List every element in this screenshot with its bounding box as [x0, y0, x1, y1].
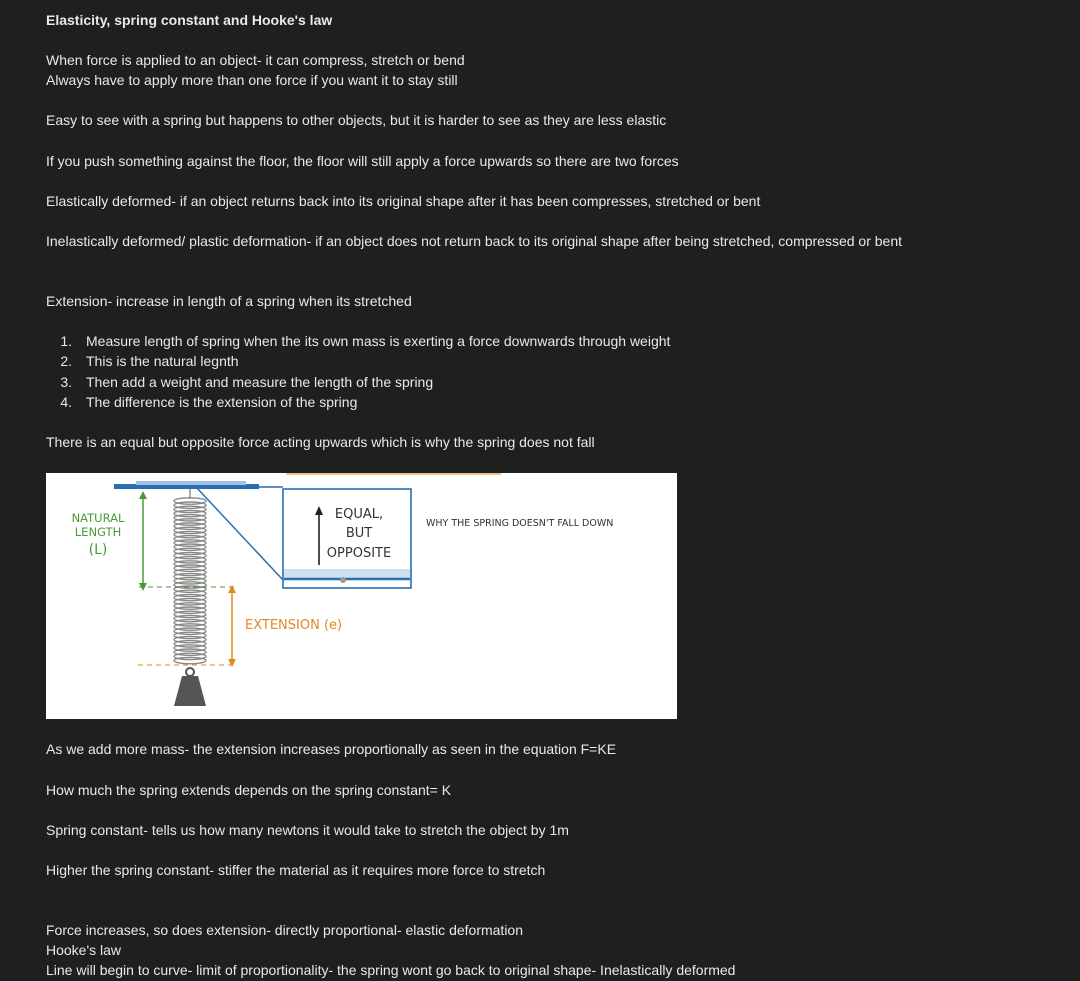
extension-label: EXTENSION (e) — [245, 618, 342, 633]
spring-coil — [173, 585, 207, 594]
intro-line-2: Always have to apply more than one force… — [46, 72, 458, 88]
spring-coil — [173, 547, 207, 556]
spring-coil — [173, 551, 207, 560]
natural-length-symbol: (L) — [89, 542, 108, 558]
list-text: The difference is the extension of the s… — [86, 394, 358, 410]
spring-coil — [173, 623, 207, 631]
spring-coil — [173, 597, 207, 606]
spring-coil — [173, 572, 207, 581]
spring-coil — [173, 543, 207, 552]
spring-coil — [173, 505, 207, 514]
closing-line-3: Line will begin to curve- limit of propo… — [46, 962, 736, 978]
arrow-up-icon — [228, 585, 236, 593]
spring-coil — [173, 656, 207, 665]
spring-coil — [173, 522, 207, 531]
spring-coil — [173, 618, 207, 627]
list-text: This is the natural legnth — [86, 353, 239, 369]
spring-coil — [173, 631, 207, 640]
spring-coil — [173, 564, 207, 573]
spring-coil — [173, 648, 207, 657]
arrow-up-icon — [139, 491, 147, 499]
arrow-down-icon — [228, 659, 236, 667]
spring-coil — [173, 652, 207, 661]
list-number: 3. — [60, 374, 72, 390]
paragraph-spring-constant: How much the spring extends depends on t… — [46, 782, 452, 798]
arrow-up-icon — [315, 506, 323, 515]
list-text: Then add a weight and measure the length… — [86, 374, 434, 390]
spring-coil — [173, 635, 207, 644]
paragraph-newtons: Spring constant- tells us how many newto… — [46, 822, 569, 838]
ceiling-bar — [114, 484, 259, 489]
equal-label-3: OPPOSITE — [327, 546, 391, 561]
natural-length-label-1: NATURAL — [72, 511, 125, 525]
paragraph-proportional: As we add more mass- the extension incre… — [46, 741, 617, 757]
spring-coil — [173, 501, 207, 510]
spring-coil — [173, 555, 207, 564]
spring-coil — [173, 513, 207, 522]
list-number: 2. — [60, 353, 72, 369]
weight-hook — [185, 667, 195, 677]
spring-coil — [173, 627, 207, 636]
extension-heading: Extension- increase in length of a sprin… — [46, 293, 412, 309]
spring-coil — [173, 593, 207, 602]
spring-coil — [173, 568, 207, 577]
equal-label-1: EQUAL, — [335, 507, 383, 522]
spring-coil — [173, 614, 207, 623]
spring-coil — [173, 560, 207, 568]
spring-coil — [173, 581, 207, 589]
natural-length-label-2: LENGTH — [75, 525, 121, 539]
paragraph-elastic-objects: Easy to see with a spring but happens to… — [46, 112, 667, 128]
list-item: 4. The difference is the extension of the… — [46, 392, 357, 412]
inset-knob — [340, 577, 346, 583]
spring-coil — [173, 576, 207, 585]
spring-coil — [173, 534, 207, 543]
spring-icon — [173, 489, 207, 665]
spring-coil — [173, 530, 207, 539]
spring-coil — [173, 644, 207, 652]
spring-diagram-image: NATURAL LENGTH (L) EQUAL, BUT OPPOSITE W… — [46, 473, 677, 719]
spring-coil — [173, 602, 207, 610]
spring-diagram: NATURAL LENGTH (L) EQUAL, BUT OPPOSITE W… — [72, 473, 613, 706]
equal-force-paragraph: There is an equal but opposite force act… — [46, 434, 595, 450]
spring-coil — [173, 509, 207, 518]
spring-coil — [173, 589, 207, 598]
list-number: 1. — [60, 333, 72, 349]
intro-line-1: When force is applied to an object- it c… — [46, 52, 465, 68]
inset-floor — [284, 569, 410, 579]
closing-line-2: Hooke's law — [46, 942, 122, 958]
list-text: Measure length of spring when the its ow… — [86, 333, 671, 349]
spring-coil — [173, 639, 207, 648]
spring-coil — [173, 539, 207, 547]
spring-coil — [173, 610, 207, 619]
zoom-line — [195, 486, 284, 581]
paragraph-elastically-deformed: Elastically deformed- if an object retur… — [46, 193, 761, 209]
equal-label-2: BUT — [346, 526, 372, 541]
list-item: 3. Then add a weight and measure the leng… — [46, 372, 433, 392]
paragraph-stiffer: Higher the spring constant- stiffer the … — [46, 862, 546, 878]
paragraph-inelastically-deformed: Inelastically deformed/ plastic deformat… — [46, 233, 903, 249]
weight-icon — [174, 676, 206, 706]
spring-coil — [173, 526, 207, 535]
closing-line-1: Force increases, so does extension- dire… — [46, 922, 524, 938]
paragraph-floor-force: If you push something against the floor,… — [46, 153, 679, 169]
list-item: 1. Measure length of spring when the its … — [46, 331, 670, 351]
list-item: 2. This is the natural legnth — [46, 351, 239, 371]
spring-coil — [173, 518, 207, 526]
why-label: WHY THE SPRING DOESN'T FALL DOWN — [426, 518, 613, 529]
spring-coil — [173, 606, 207, 615]
cutoff-annotation — [286, 473, 501, 475]
list-number: 4. — [60, 394, 72, 410]
document-title: Elasticity, spring constant and Hooke's … — [46, 12, 333, 28]
ceiling-highlight — [136, 481, 246, 485]
